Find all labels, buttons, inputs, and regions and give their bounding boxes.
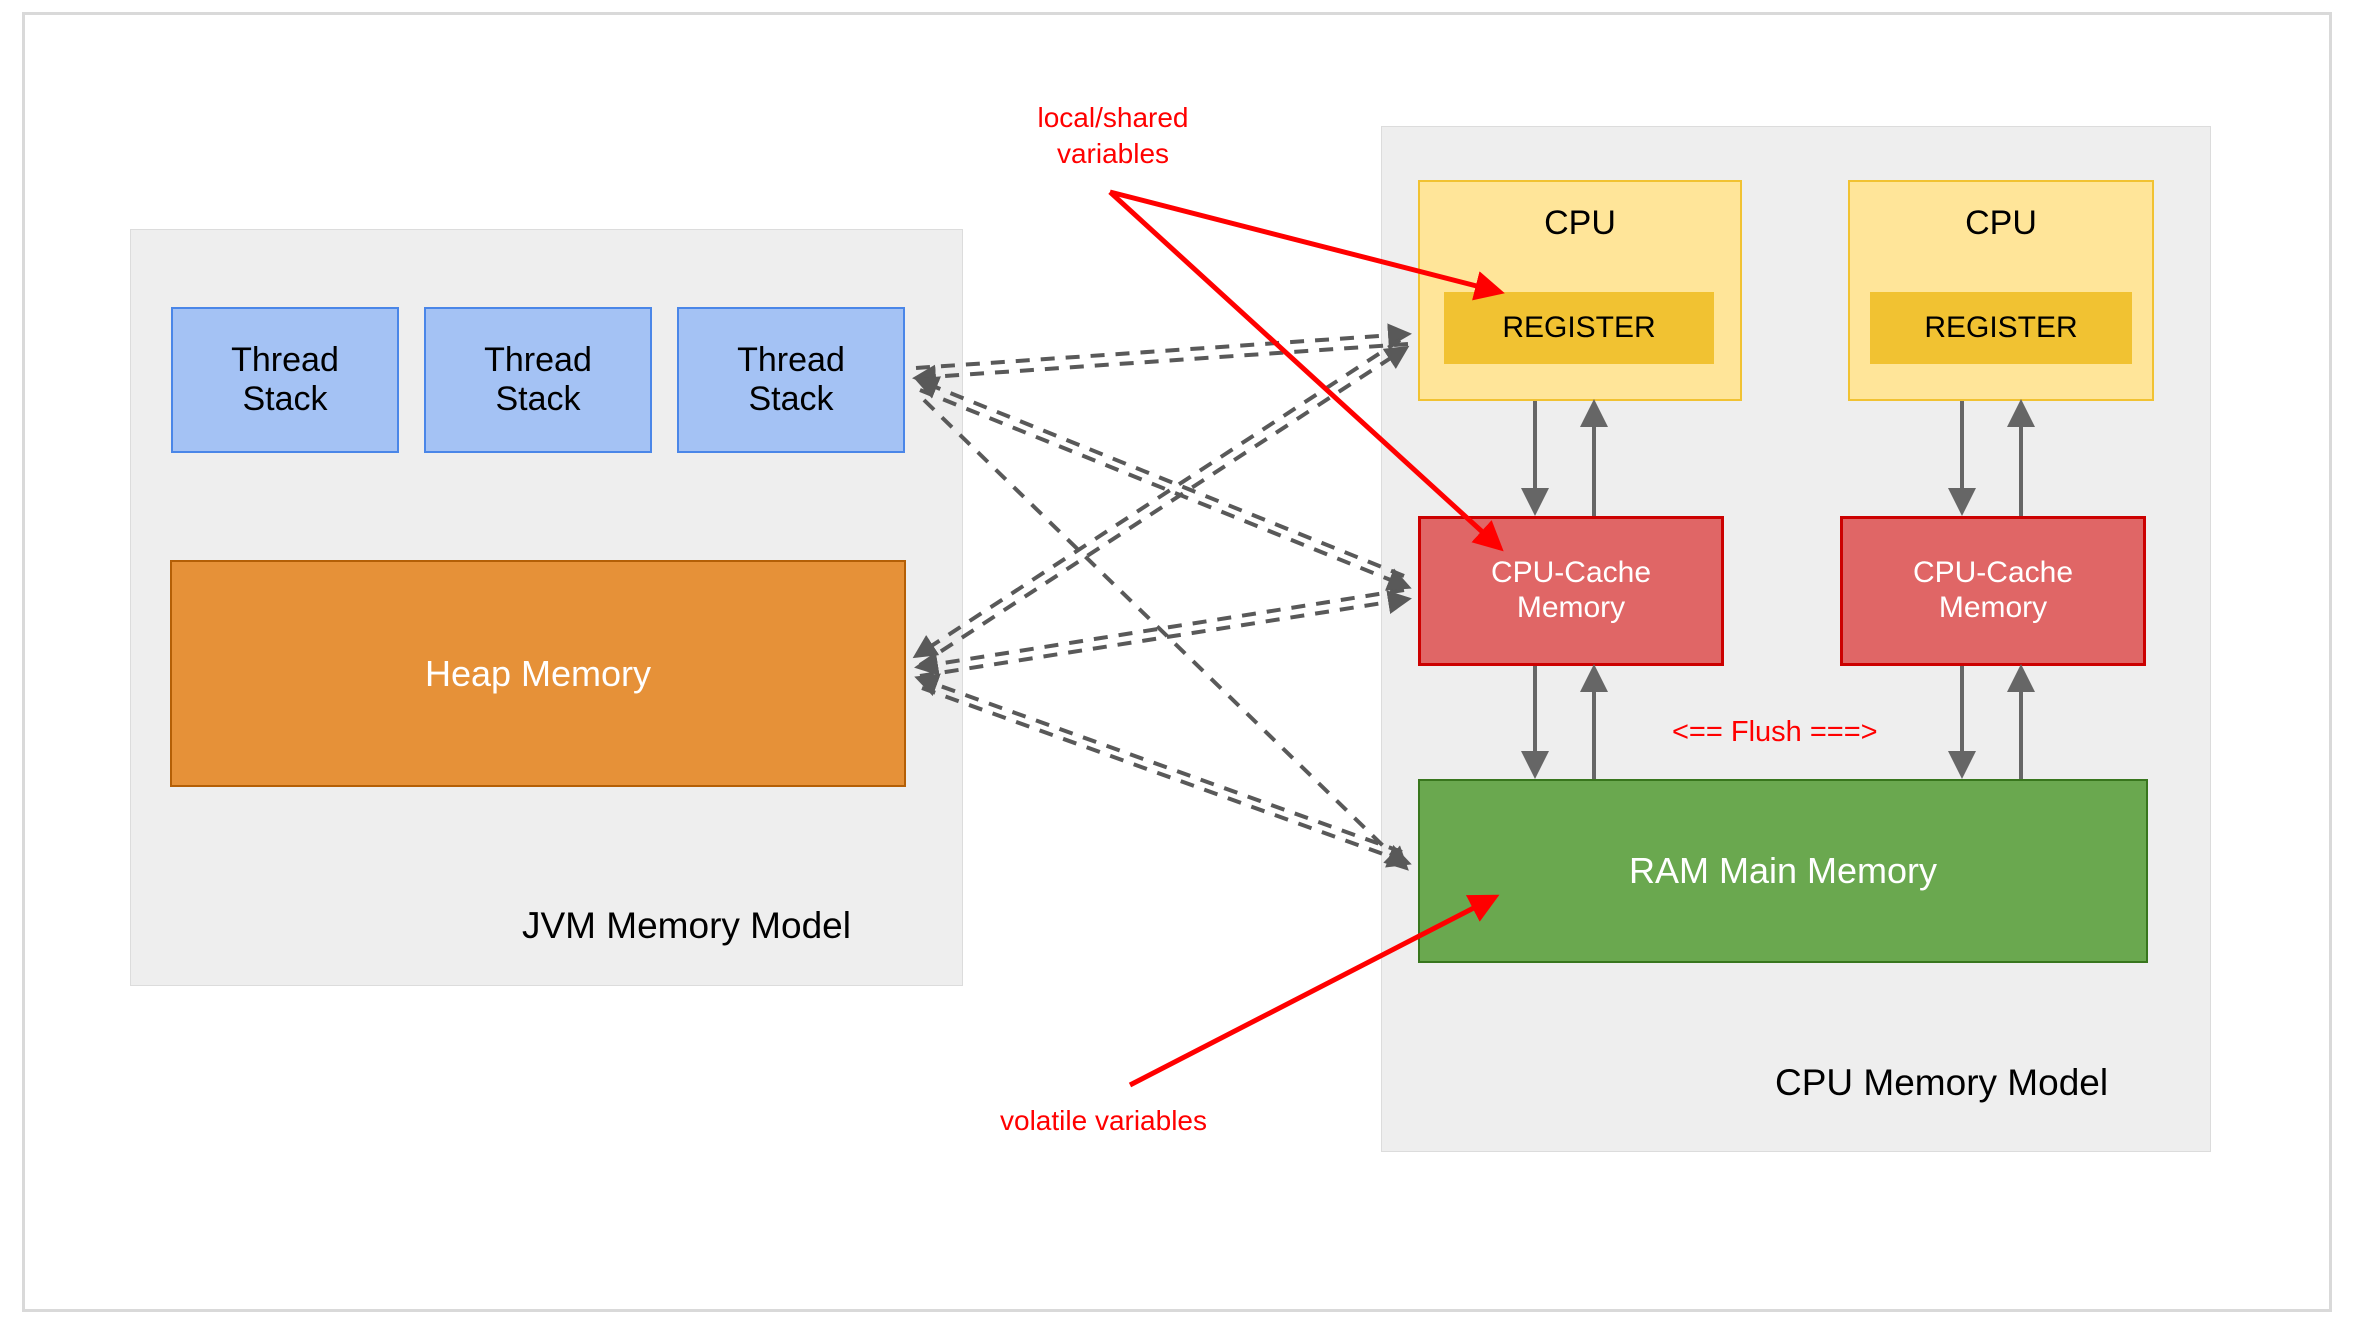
register-label-1: REGISTER bbox=[1502, 310, 1656, 344]
heap-memory-label: Heap Memory bbox=[424, 652, 652, 694]
cpu-label-2: CPU bbox=[1965, 204, 2037, 242]
register-box-1[interactable]: REGISTER bbox=[1444, 292, 1714, 364]
cpu-box-2[interactable]: CPU bbox=[1848, 180, 2154, 401]
register-box-2[interactable]: REGISTER bbox=[1870, 292, 2132, 364]
jvm-panel-title: JVM Memory Model bbox=[522, 905, 851, 946]
annotation-local-shared-variables: local/shared variables bbox=[1037, 102, 1189, 170]
heap-memory-box[interactable]: Heap Memory bbox=[170, 560, 906, 787]
flush-label: <== Flush ===> bbox=[1672, 716, 1878, 748]
ram-main-memory-label: RAM Main Memory bbox=[1628, 850, 1938, 892]
annotation-volatile-variables: volatile variables bbox=[1000, 1105, 1207, 1136]
register-label-2: REGISTER bbox=[1924, 310, 2078, 344]
cpu-box-1[interactable]: CPU bbox=[1418, 180, 1742, 401]
cpu-panel-title: CPU Memory Model bbox=[1775, 1062, 2109, 1103]
cpu-label-1: CPU bbox=[1544, 204, 1616, 242]
ram-main-memory-box[interactable]: RAM Main Memory bbox=[1418, 779, 2148, 963]
